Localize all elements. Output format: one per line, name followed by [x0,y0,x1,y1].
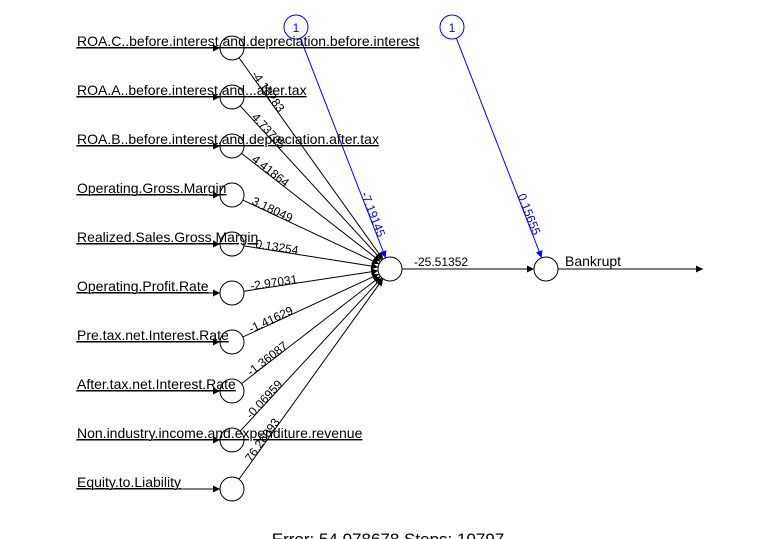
input-label-operating-profit-rate: Operating.Profit.Rate [77,278,209,294]
input-node-equity-to-liability [219,476,245,502]
bias-node-hidden [283,14,309,40]
connection-layer [76,38,703,493]
input-label-roa-a-before-interest-and-after-tax: ROA.A..before.interest.and...after.tax [77,82,307,98]
weight-label-hidden-to-output: -25.51352 [414,255,468,269]
edge-operating-profit-rate-to-hidden [243,268,379,292]
edge-after-tax-net-interest-rate-to-hidden [241,275,381,385]
bias-node-label-hidden: 1 [293,21,300,35]
input-label-operating-gross-margin: Operating.Gross.Margin [77,180,226,196]
input-label-non-industry-income-and-expenditure-revenue: Non.industry.income.and.expenditure.reve… [77,425,363,441]
input-node-non-industry-income-and-expenditure-revenue [219,427,245,453]
edge-roa-b-before-interest-and-depreciation-after-tax-to-hidden [241,152,381,263]
input-node-roa-a-before-interest-and-after-tax [219,84,245,110]
output-label: Bankrupt [565,253,621,269]
weight-label-roa-b-before-interest-and-depreciation-after-tax: 4.41864 [249,152,292,190]
weight-label-non-industry-income-and-expenditure-revenue: -0.06959 [243,377,286,422]
node-layer [219,14,559,502]
output-node [533,256,559,282]
input-label-after-tax-net-interest-rate: After.tax.net.Interest.Rate [77,376,236,392]
edge-equity-to-liability-to-hidden [238,278,384,480]
label-layer: ROA.C..before.interest.and.depreciation.… [77,21,621,490]
edge-non-industry-income-and-expenditure-revenue-to-hidden [239,277,383,432]
bias-weight-label-output: 0.15655 [515,192,544,238]
weight-label-realized-sales-gross-margin: -0.13254 [250,236,299,257]
weight-label-after-tax-net-interest-rate: -1.36087 [244,339,290,379]
edge-roa-a-before-interest-and-after-tax-to-hidden [239,105,383,261]
hidden-node [377,256,403,282]
input-node-after-tax-net-interest-rate [219,378,245,404]
weight-label-pre-tax-net-interest-rate: -1.41629 [246,303,295,336]
input-node-pre-tax-net-interest-rate [219,329,245,355]
bias-node-output [439,14,465,40]
edge-realized-sales-gross-margin-to-hidden [243,245,379,270]
edge-pre-tax-net-interest-rate-to-hidden [242,273,380,338]
input-label-equity-to-liability: Equity.to.Liability [77,474,181,490]
bias-edge-hidden [299,38,387,258]
input-label-pre-tax-net-interest-rate: Pre.tax.net.Interest.Rate [77,327,229,343]
input-label-roa-b-before-interest-and-depreciation-after-tax: ROA.B..before.interest.and.depreciation.… [77,131,379,147]
edge-roa-c-before-interest-and-depreciation-before-interest-to-hidden [238,57,384,260]
input-label-roa-c-before-interest-and-depreciation-before-interest: ROA.C..before.interest.and.depreciation.… [77,33,420,49]
input-node-realized-sales-gross-margin [219,231,245,257]
input-node-roa-b-before-interest-and-depreciation-after-tax [219,133,245,159]
input-node-operating-gross-margin [219,182,245,208]
weight-label-operating-profit-rate: -2.97031 [249,272,298,293]
input-node-operating-profit-rate [219,280,245,306]
weight-label-operating-gross-margin: 3.18049 [250,194,296,225]
bias-edge-output [455,38,543,258]
input-label-realized-sales-gross-margin: Realized.Sales.Gross.Margin [77,229,258,245]
bias-weight-label-hidden: -7.19145 [358,190,388,240]
input-node-roa-c-before-interest-and-depreciation-before-interest [219,35,245,61]
bias-node-label-output: 1 [449,21,456,35]
edge-operating-gross-margin-to-hidden [242,199,380,265]
error-steps-caption: Error: 54.078678 Steps: 10797 [272,530,505,539]
